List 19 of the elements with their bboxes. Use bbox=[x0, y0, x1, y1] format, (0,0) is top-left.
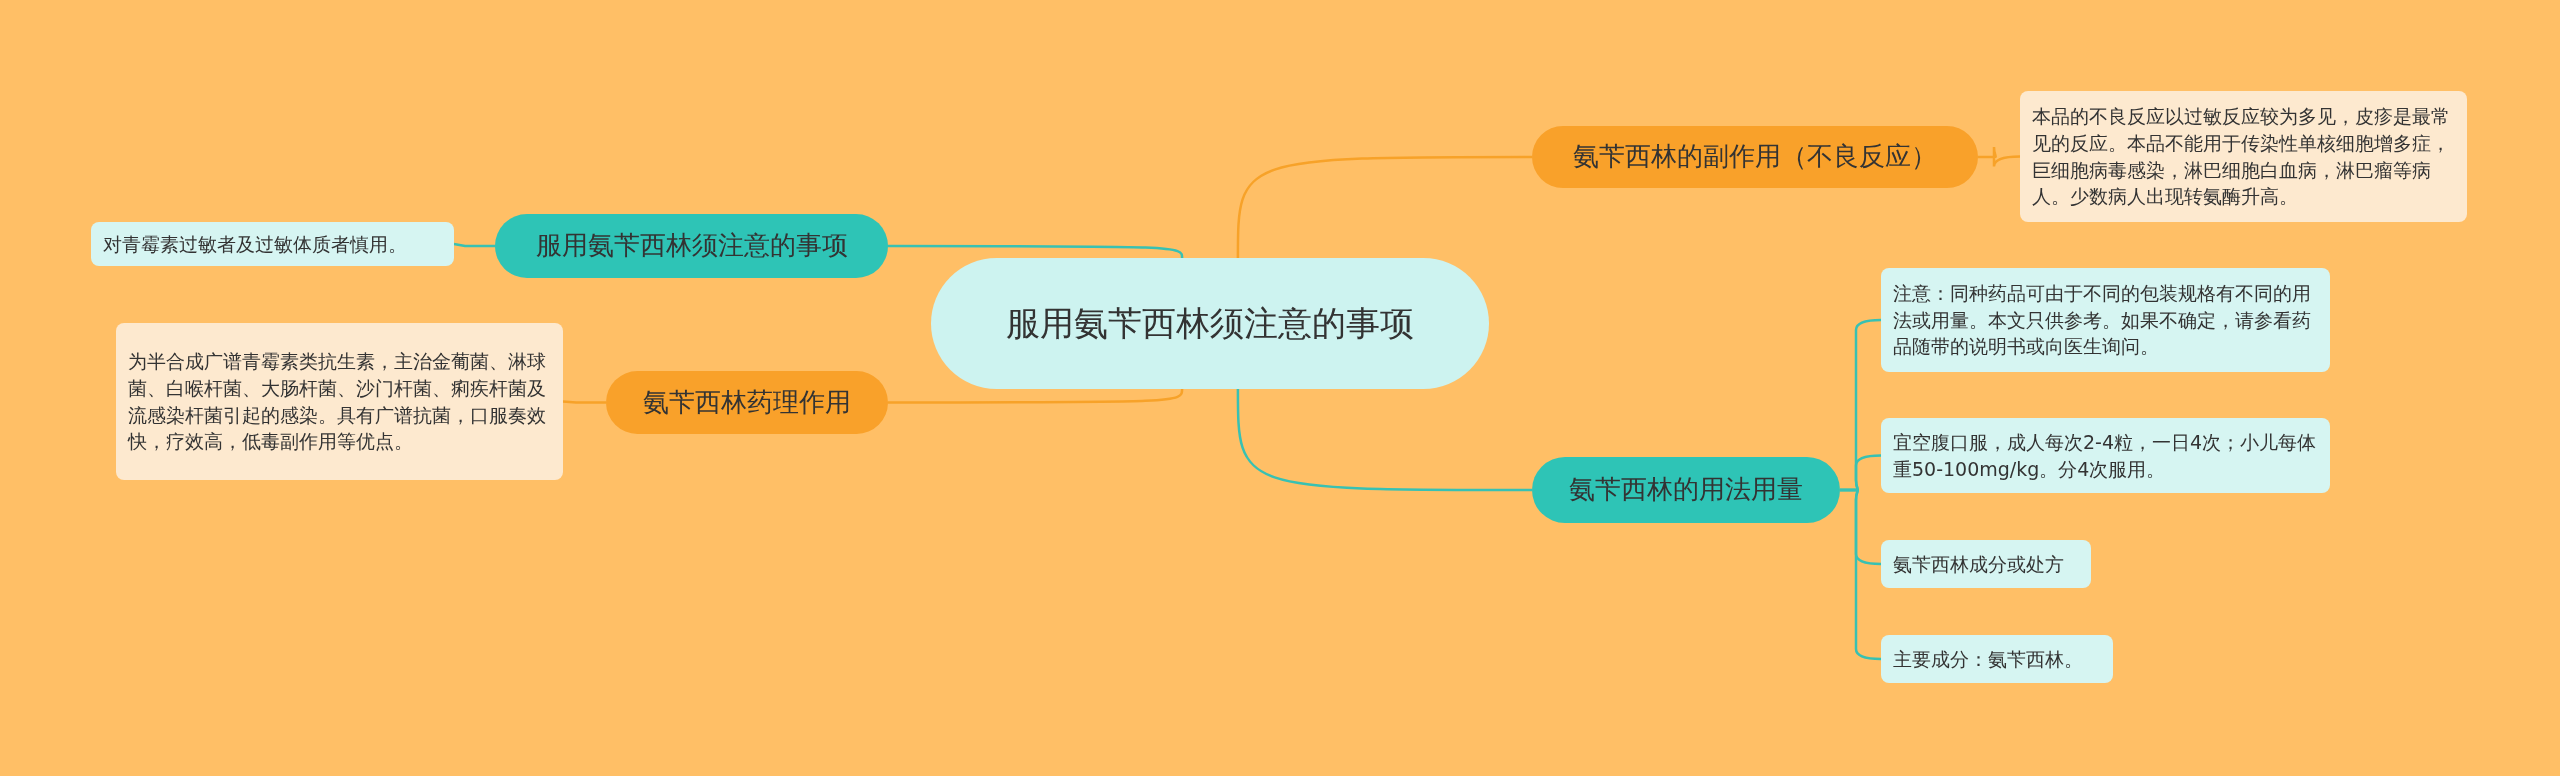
topic-node: 服用氨苄西林须注意的事项 bbox=[495, 214, 888, 278]
note-card: 氨苄西林成分或处方 bbox=[1881, 540, 2091, 588]
note-card: 宜空腹口服，成人每次2-4粒，一日4次；小儿每体重50-100mg/kg。分4次服用。 bbox=[1881, 418, 2330, 493]
note-card: 对青霉素过敏者及过敏体质者慎用。 bbox=[91, 222, 454, 266]
central-topic: 服用氨苄西林须注意的事项 bbox=[931, 258, 1489, 389]
topic-node: 氨苄西林药理作用 bbox=[606, 371, 888, 434]
note-card: 为半合成广谱青霉素类抗生素，主治金葡菌、淋球菌、白喉杆菌、大肠杆菌、沙门杆菌、痢疾杆菌及流感染杆菌引起的感染。具有广谱抗菌，口服奏效快，疗效高，低毒副作用等优点。 bbox=[116, 323, 563, 480]
topic-node: 氨苄西林的副作用（不良反应） bbox=[1532, 126, 1978, 188]
connector-line bbox=[453, 242, 495, 248]
topic-node: 氨苄西林的用法用量 bbox=[1532, 457, 1840, 523]
connector-line bbox=[562, 400, 606, 404]
connector-line bbox=[1978, 145, 2021, 168]
connector-line bbox=[888, 388, 1184, 404]
note-card: 注意：同种药品可由于不同的包装规格有不同的用法或用量。本文只供参考。如果不确定，请参看药品随带的说明书或向医生询问。 bbox=[1881, 268, 2330, 372]
connector-line bbox=[1236, 389, 1532, 492]
note-card: 本品的不良反应以过敏反应较为多见，皮疹是最常见的反应。本品不能用于传染性单核细胞增多症，巨细胞病毒感染，淋巴细胞白血病，淋巴瘤等病人。少数病人出现转氨酶升高。 bbox=[2020, 91, 2467, 222]
connector-line bbox=[888, 244, 1184, 259]
connector-line bbox=[1236, 155, 1532, 258]
note-card: 主要成分：氨苄西林。 bbox=[1881, 635, 2113, 683]
